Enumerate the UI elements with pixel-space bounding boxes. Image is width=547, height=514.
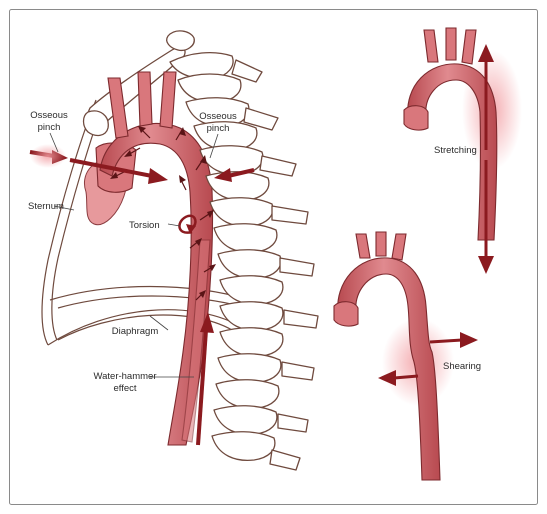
label-torsion: Torsion xyxy=(129,220,160,231)
torsion-curl-arrow xyxy=(178,214,197,234)
shearing-branch-1 xyxy=(355,233,371,259)
impact-glow xyxy=(30,144,66,168)
stretching-root xyxy=(403,105,429,131)
aorta-main xyxy=(99,123,214,446)
label-osseous-pinch-right-2: pinch xyxy=(207,123,230,134)
label-diaphragm: Diaphragm xyxy=(112,326,159,337)
label-water-hammer-1: Water-hammer xyxy=(94,371,157,382)
sternal-impact-arrowhead xyxy=(148,168,168,184)
label-osseous-pinch-left-2: pinch xyxy=(38,122,61,133)
stretching-aorta xyxy=(407,63,498,241)
labels: Osseous pinch Osseous pinch Sternum Tors… xyxy=(28,110,481,394)
chest-illustration xyxy=(41,30,319,471)
stretching-down-arrowhead xyxy=(478,256,494,274)
water-hammer-arrowhead xyxy=(200,312,214,333)
shearing-root xyxy=(333,301,359,327)
label-sternum: Sternum xyxy=(28,201,64,212)
supra-aortic-branches xyxy=(107,71,177,139)
label-stretching: Stretching xyxy=(434,145,477,156)
label-osseous-pinch-right-1: Osseous xyxy=(199,111,237,122)
sternal-impact-arrow xyxy=(69,158,153,178)
leader-osseous-right xyxy=(209,133,219,159)
shearing-panel xyxy=(333,231,478,481)
esophagus xyxy=(181,239,211,443)
osseous-pinch-right-arrow xyxy=(227,168,255,178)
spinous-processes xyxy=(231,59,319,471)
rib-cage xyxy=(41,99,251,346)
stretching-branch-2 xyxy=(445,27,457,61)
blood-flow-arrows xyxy=(110,126,216,301)
label-water-hammer-2: effect xyxy=(113,383,136,394)
shearing-right-arrowhead xyxy=(460,332,478,348)
label-osseous-pinch-left-1: Osseous xyxy=(30,110,68,121)
leader-lines xyxy=(49,132,219,378)
label-shearing: Shearing xyxy=(443,361,481,372)
water-hammer-arrow xyxy=(196,329,208,446)
stretching-up-arrowhead xyxy=(478,44,494,62)
sternum xyxy=(82,110,109,137)
stretching-panel xyxy=(403,27,522,274)
shearing-aorta xyxy=(337,257,441,481)
stretching-branch-1 xyxy=(423,29,439,63)
leader-diaphragm xyxy=(149,315,169,331)
shearing-branch-3 xyxy=(391,233,407,261)
shearing-branch-2 xyxy=(375,231,387,257)
leader-osseous-left xyxy=(49,132,59,153)
stretching-branch-3 xyxy=(461,29,477,65)
shearing-left-arrowhead xyxy=(378,370,396,386)
leader-torsion xyxy=(167,223,181,227)
torsion-curl-arrowhead xyxy=(186,224,196,234)
leader-sternum xyxy=(53,205,75,211)
shearing-left-arrow xyxy=(393,374,419,380)
shearing-right-arrow xyxy=(429,338,463,344)
osseous-pinch-right-arrowhead xyxy=(214,168,232,182)
